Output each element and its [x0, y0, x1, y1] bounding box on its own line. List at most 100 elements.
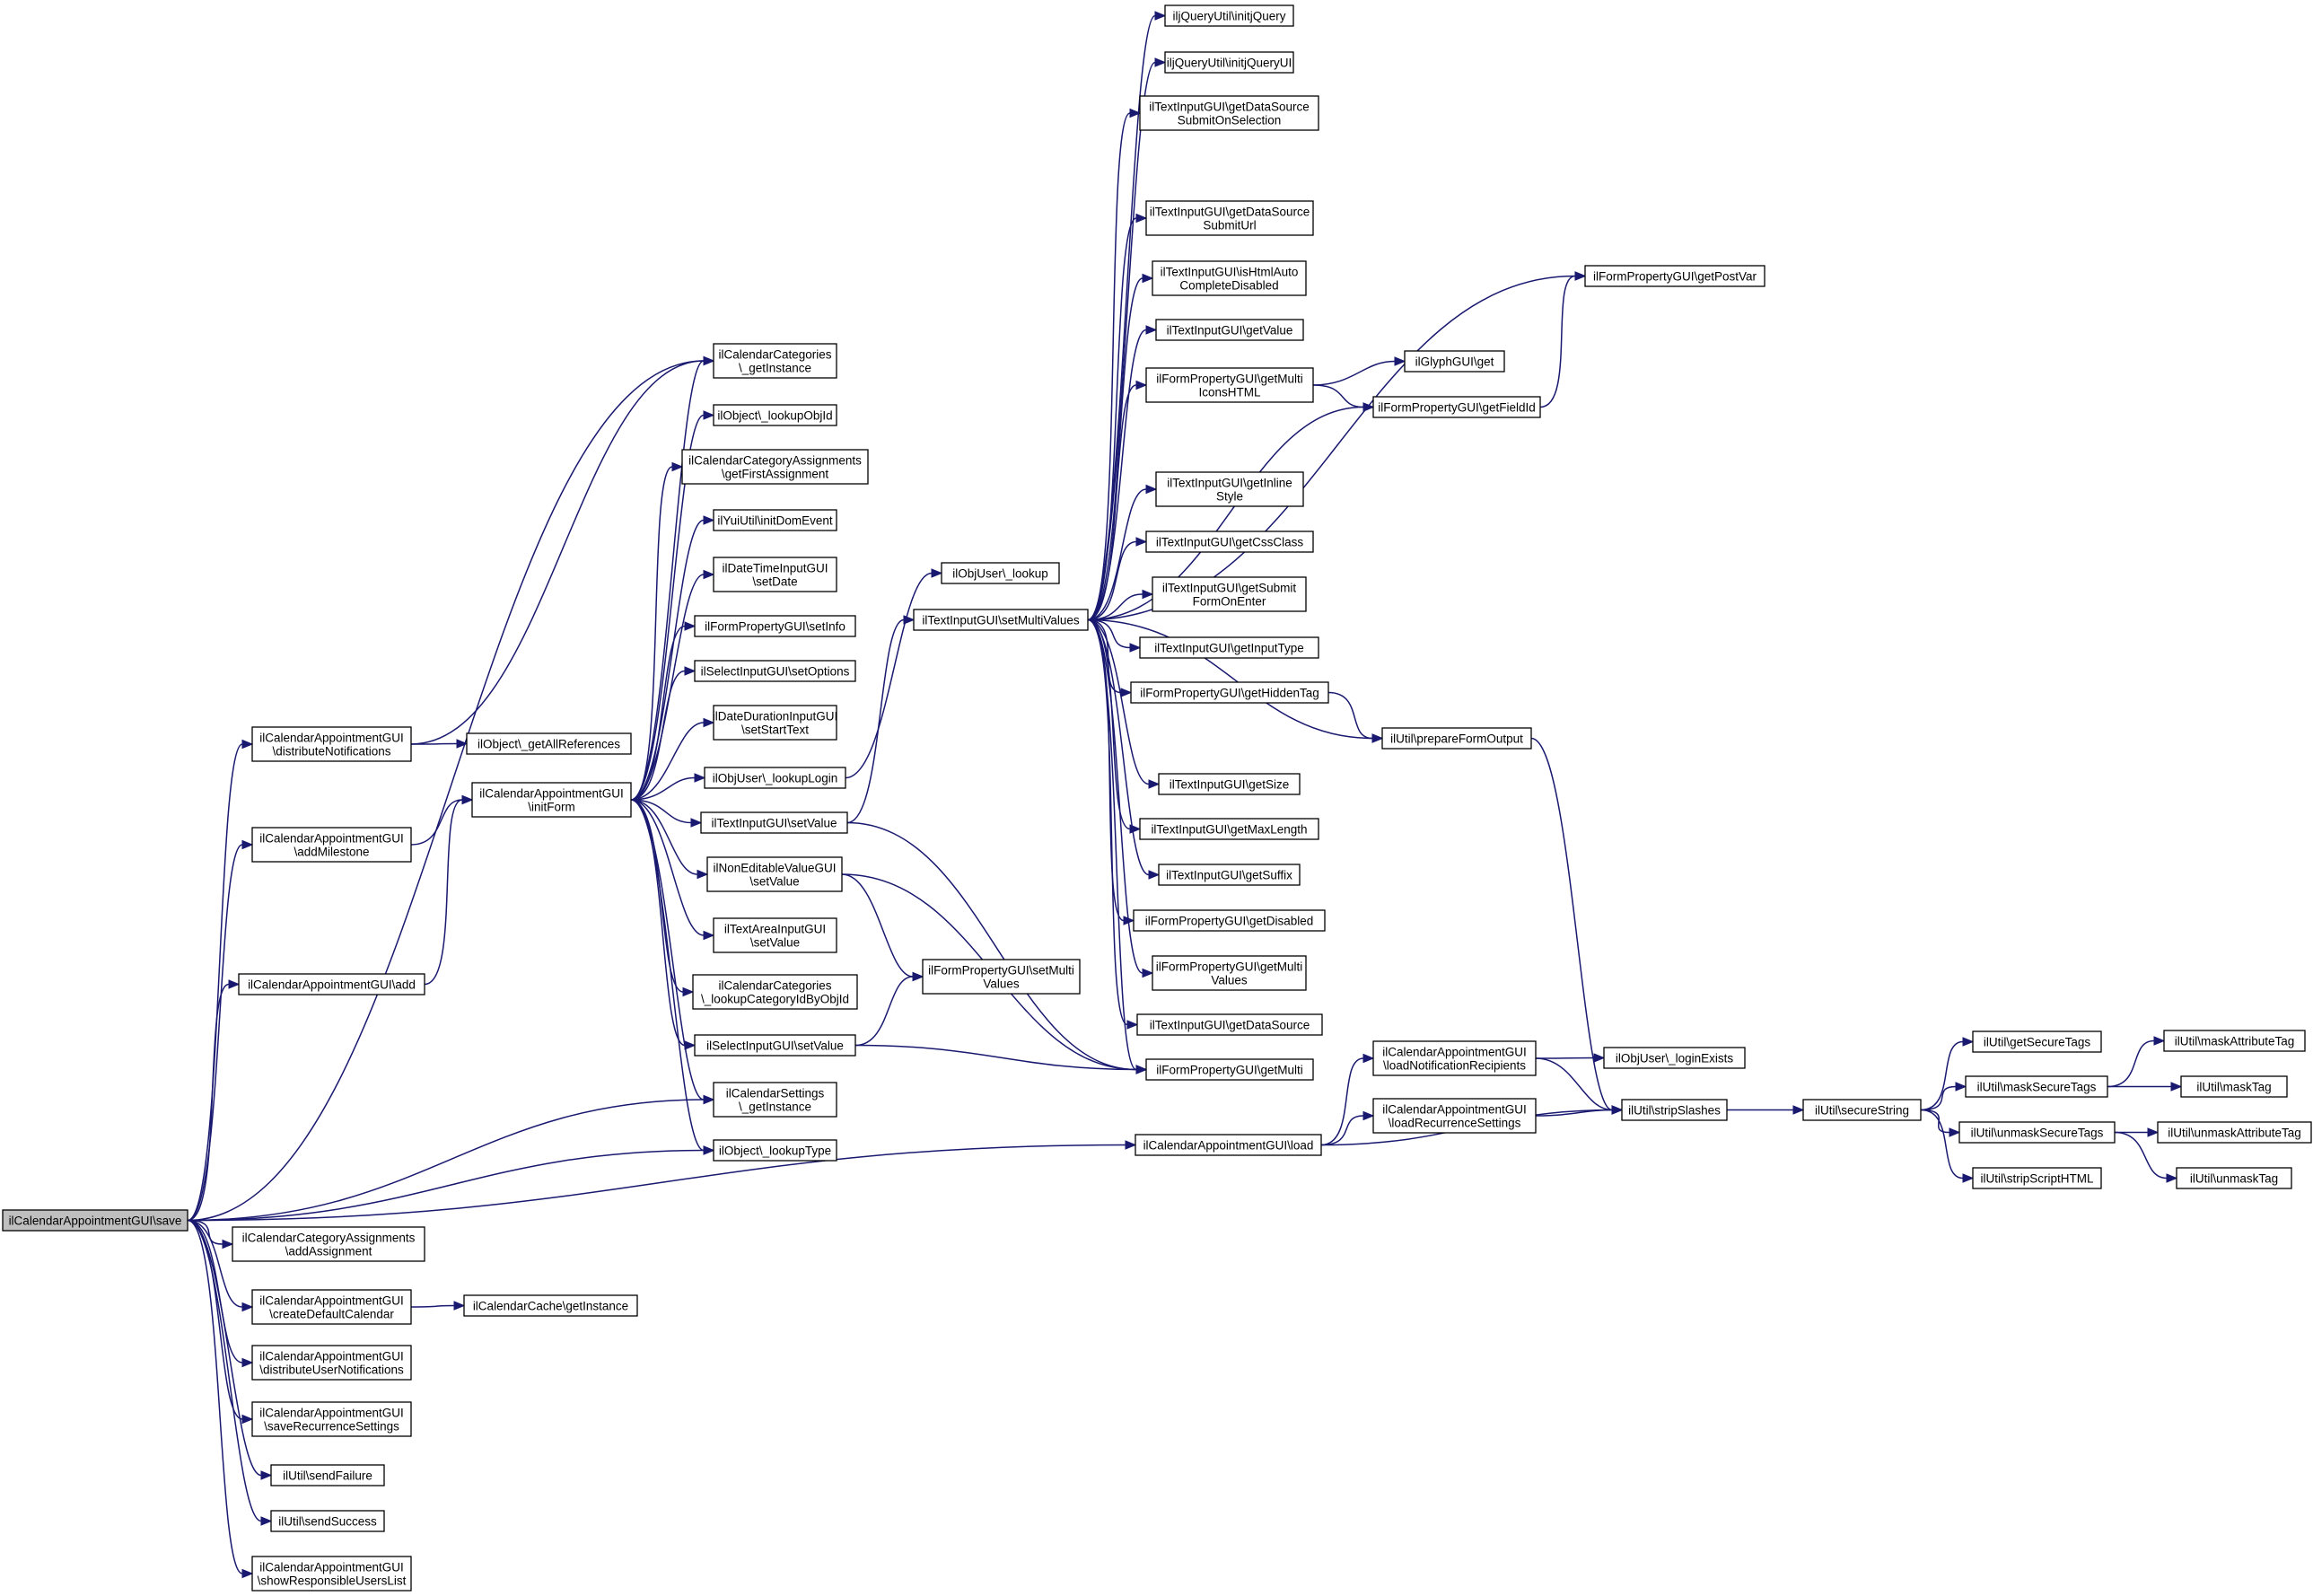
node-box[interactable]	[713, 343, 837, 379]
node-loadNotificationRecipients[interactable]: ilCalendarAppointmentGUI\loadNotificatio…	[1372, 1040, 1537, 1076]
node-box[interactable]	[2157, 1121, 2312, 1144]
node-box[interactable]	[1972, 1030, 2102, 1053]
node-setDate[interactable]: ilDateTimeInputGUI\setDate	[713, 557, 837, 592]
node-box[interactable]	[1135, 1134, 1322, 1156]
node-setOptions[interactable]: ilSelectInputGUI\setOptions	[694, 660, 856, 682]
node-box[interactable]	[1158, 773, 1301, 795]
node-box[interactable]	[713, 509, 837, 531]
node-createDefaultCalendar[interactable]: ilCalendarAppointmentGUI\createDefaultCa…	[251, 1289, 412, 1325]
node-box[interactable]	[2, 1209, 188, 1232]
node-box[interactable]	[232, 1226, 425, 1262]
node-box[interactable]	[1130, 681, 1329, 704]
node-box[interactable]	[1155, 471, 1304, 507]
node-getCssClass[interactable]: ilTextInputGUI\getCssClass	[1145, 531, 1314, 553]
node-box[interactable]	[1621, 1099, 1728, 1121]
node-initjQuery[interactable]: iljQueryUtil\initjQuery	[1164, 4, 1294, 27]
node-sendSuccess[interactable]: ilUtil\sendSuccess	[270, 1510, 385, 1532]
node-nonEditSetValue[interactable]: ilNonEditableValueGUI\setValue	[706, 856, 843, 892]
node-glyphGet[interactable]: ilGlyphGUI\get	[1404, 350, 1505, 373]
node-box[interactable]	[1145, 200, 1314, 236]
node-box[interactable]	[692, 974, 858, 1010]
node-showResponsibleUsersList[interactable]: ilCalendarAppointmentGUI\showResponsible…	[251, 1556, 412, 1592]
node-initjQueryUI[interactable]: iljQueryUtil\initjQueryUI	[1164, 51, 1294, 74]
node-unmaskTag[interactable]: ilUtil\unmaskTag	[2176, 1167, 2292, 1189]
node-objUserLookup[interactable]: ilObjUser\_lookup	[941, 562, 1060, 584]
node-box[interactable]	[1972, 1167, 2102, 1189]
node-loginExists[interactable]: ilObjUser\_loginExists	[1603, 1047, 1746, 1069]
node-box[interactable]	[713, 557, 837, 592]
node-box[interactable]	[1164, 4, 1294, 27]
node-box[interactable]	[713, 404, 837, 426]
node-getFieldId[interactable]: ilFormPropertyGUI\getFieldId	[1372, 396, 1541, 418]
node-box[interactable]	[270, 1464, 385, 1486]
node-getAllReferences[interactable]: ilObject\_getAllReferences	[466, 732, 632, 755]
node-box[interactable]	[713, 705, 837, 741]
node-unmaskSecureTags[interactable]: ilUtil\unmaskSecureTags	[1958, 1121, 2116, 1144]
node-cacheGetInstance[interactable]: ilCalendarCache\getInstance	[463, 1294, 638, 1317]
node-addAssignment[interactable]: ilCalendarCategoryAssignments\addAssignm…	[232, 1226, 425, 1262]
node-box[interactable]	[1372, 396, 1541, 418]
node-box[interactable]	[1158, 864, 1301, 886]
node-getDisabled[interactable]: ilFormPropertyGUI\getDisabled	[1133, 909, 1326, 932]
node-box[interactable]	[694, 660, 856, 682]
node-box[interactable]	[1133, 909, 1326, 932]
node-box[interactable]	[1139, 636, 1319, 659]
node-box[interactable]	[1372, 1040, 1537, 1076]
node-box[interactable]	[713, 1139, 837, 1162]
node-box[interactable]	[1404, 350, 1505, 373]
node-load[interactable]: ilCalendarAppointmentGUI\load	[1135, 1134, 1322, 1156]
node-box[interactable]	[251, 827, 412, 863]
node-box[interactable]	[706, 856, 843, 892]
node-initDomEvent[interactable]: ilYuiUtil\initDomEvent	[713, 509, 837, 531]
node-box[interactable]	[713, 1082, 837, 1118]
node-secureString[interactable]: ilUtil\secureString	[1802, 1099, 1922, 1121]
node-box[interactable]	[941, 562, 1060, 584]
node-box[interactable]	[238, 973, 425, 995]
node-lookupType[interactable]: ilObject\_lookupType	[713, 1139, 837, 1162]
node-box[interactable]	[2163, 1030, 2306, 1052]
node-box[interactable]	[1155, 319, 1304, 341]
node-maskAttributeTag[interactable]: ilUtil\maskAttributeTag	[2163, 1030, 2306, 1052]
node-getSize[interactable]: ilTextInputGUI\getSize	[1158, 773, 1301, 795]
node-box[interactable]	[251, 1556, 412, 1592]
node-box[interactable]	[471, 782, 632, 818]
node-box[interactable]	[270, 1510, 385, 1532]
node-getMulti[interactable]: ilFormPropertyGUI\getMulti	[1145, 1058, 1314, 1081]
node-box[interactable]	[694, 615, 856, 637]
node-getSecureTags[interactable]: ilUtil\getSecureTags	[1972, 1030, 2102, 1053]
node-box[interactable]	[1381, 727, 1532, 750]
node-maskTag[interactable]: ilUtil\maskTag	[2180, 1075, 2288, 1098]
node-getMaxLength[interactable]: ilTextInputGUI\getMaxLength	[1139, 818, 1319, 840]
node-box[interactable]	[713, 917, 837, 953]
node-add[interactable]: ilCalendarAppointmentGUI\add	[238, 973, 425, 995]
node-unmaskAttributeTag[interactable]: ilUtil\unmaskAttributeTag	[2157, 1121, 2312, 1144]
node-sendFailure[interactable]: ilUtil\sendFailure	[270, 1464, 385, 1486]
node-box[interactable]	[704, 767, 846, 789]
node-box[interactable]	[922, 959, 1081, 995]
node-box[interactable]	[681, 449, 869, 485]
node-textAreaSetValue[interactable]: ilTextAreaInputGUI\setValue	[713, 917, 837, 953]
node-box[interactable]	[1152, 955, 1307, 991]
node-box[interactable]	[1145, 531, 1314, 553]
node-saveRecurrenceSettings[interactable]: ilCalendarAppointmentGUI\saveRecurrenceS…	[251, 1401, 412, 1437]
node-box[interactable]	[700, 811, 848, 834]
node-box[interactable]	[1152, 576, 1307, 612]
node-prepareFormOutput[interactable]: ilUtil\prepareFormOutput	[1381, 727, 1532, 750]
node-box[interactable]	[1136, 1013, 1323, 1036]
node-textSetMultiValues[interactable]: ilTextInputGUI\setMultiValues	[913, 609, 1089, 631]
node-box[interactable]	[1139, 95, 1319, 131]
node-box[interactable]	[1145, 367, 1314, 403]
node-formSetMultiValues[interactable]: ilFormPropertyGUI\setMultiValues	[922, 959, 1081, 995]
node-getDataSourceSubmitOnSelection[interactable]: ilTextInputGUI\getDataSourceSubmitOnSele…	[1139, 95, 1319, 131]
node-addMilestone[interactable]: ilCalendarAppointmentGUI\addMilestone	[251, 827, 412, 863]
node-box[interactable]	[251, 726, 412, 762]
node-selectSetValue[interactable]: ilSelectInputGUI\setValue	[694, 1034, 856, 1057]
node-box[interactable]	[1372, 1098, 1537, 1134]
node-maskSecureTags[interactable]: ilUtil\maskSecureTags	[1965, 1075, 2108, 1098]
node-save[interactable]: ilCalendarAppointmentGUI\save	[2, 1209, 188, 1232]
node-box[interactable]	[251, 1401, 412, 1437]
